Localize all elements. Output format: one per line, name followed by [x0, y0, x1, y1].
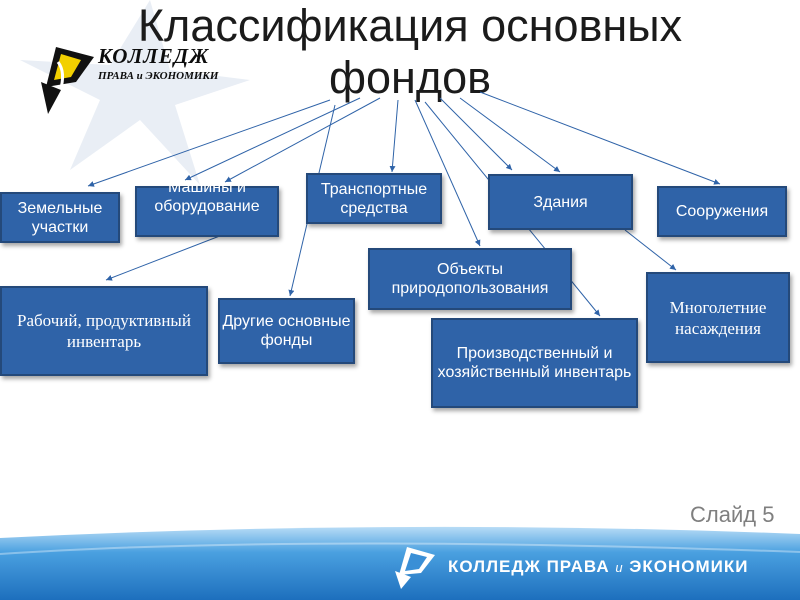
footer-text-end: ЭКОНОМИКИ — [623, 557, 749, 576]
footer-logo-icon — [395, 547, 435, 589]
box-structures: Сооружения — [657, 186, 787, 237]
box-buildings: Здания — [488, 174, 633, 230]
connector-natural — [414, 99, 481, 247]
logo-text-college: КОЛЛЕДЖ — [98, 44, 210, 68]
box-transport: Транспортные средства — [306, 173, 442, 224]
footer-college-name: КОЛЛЕДЖ ПРАВА и ЭКОНОМИКИ — [448, 557, 748, 577]
connector-machines-b — [224, 97, 381, 183]
footer-text-small: и — [615, 560, 624, 575]
box-land-plots: Земельные участки — [0, 192, 120, 243]
connector-machines-a — [184, 97, 361, 181]
footer-banner — [0, 526, 800, 600]
box-other-fixed-assets-label: Другие основные фонды — [222, 313, 351, 349]
box-transport-label: Транспортные средства — [320, 180, 428, 217]
connector-buildings — [439, 97, 513, 171]
box-machinery-equipment-label: Машины и оборудование — [154, 179, 260, 215]
box-natural-resources-label: Объекты природопользования — [391, 261, 549, 297]
connector-transport — [389, 99, 399, 173]
box-land-plots-label: Земельные участки — [17, 199, 103, 236]
box-other-fixed-assets: Другие основные фонды — [218, 298, 355, 364]
box-working-inventory-label: Рабочий, продуктивный инвентарь — [17, 311, 191, 351]
footer-text-main: КОЛЛЕДЖ ПРАВА — [448, 557, 616, 576]
connector-perennial — [624, 229, 677, 271]
slide-title: Классификация основных фондов — [137, 0, 683, 103]
box-working-inventory: Рабочий, продуктивный инвентарь — [0, 286, 208, 376]
box-natural-resources: Объекты природопользования — [368, 248, 572, 310]
connector-structures — [479, 91, 721, 185]
connector-working — [105, 231, 231, 281]
box-machinery-equipment: Машины и оборудование — [135, 179, 279, 237]
slide-number: Слайд 5 — [690, 502, 775, 527]
connector-land — [87, 99, 331, 187]
box-structures-label: Сооружения — [675, 203, 769, 220]
background-star-decoration — [20, 0, 250, 185]
connector-buildings-b — [459, 97, 561, 173]
college-logo: КОЛЛЕДЖ ПРАВА и ЭКОНОМИКИ — [36, 42, 218, 117]
logo-text-subtitle: ПРАВА и ЭКОНОМИКИ — [98, 70, 219, 82]
box-buildings-label: Здания — [533, 193, 588, 211]
box-production-inventory-label: Производственный и хозяйственный инвента… — [437, 345, 632, 381]
box-perennial-plantings-label: Многолетние насаждения — [669, 297, 767, 338]
box-perennial-plantings: Многолетние насаждения — [646, 272, 790, 363]
box-production-inventory: Производственный и хозяйственный инвента… — [431, 318, 638, 408]
